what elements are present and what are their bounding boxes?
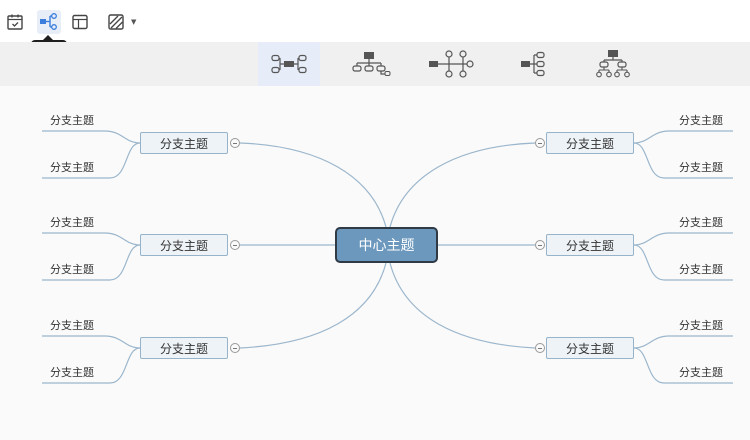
- mind-map-canvas[interactable]: 中心主题 分支主题 分支主题 分支主题 分支主题 分支主题 分支主题 分支主题 …: [0, 86, 750, 440]
- leaf-topic[interactable]: 分支主题: [679, 216, 723, 229]
- root-topic[interactable]: 中心主题: [335, 227, 438, 263]
- branch-topic[interactable]: 分支主题: [140, 337, 228, 359]
- calendar-icon[interactable]: [3, 10, 27, 34]
- branch-topic[interactable]: 分支主题: [140, 234, 228, 256]
- tree-down-layout-icon: [596, 50, 630, 78]
- leaf-topic[interactable]: 分支主题: [679, 366, 723, 379]
- leaf-topic[interactable]: 分支主题: [679, 319, 723, 332]
- branch-topic[interactable]: 分支主题: [140, 132, 228, 154]
- logic-right-layout-icon: [429, 50, 474, 78]
- layout-strip: [0, 42, 750, 86]
- collapse-toggle-icon[interactable]: [535, 138, 545, 148]
- branch-topic[interactable]: 分支主题: [546, 234, 634, 256]
- leaf-topic[interactable]: 分支主题: [50, 263, 94, 276]
- chevron-down-icon[interactable]: ▼: [131, 18, 137, 26]
- toolbar: ▼: [0, 0, 750, 42]
- mind-map-layout-option[interactable]: [258, 42, 320, 86]
- mind-map-layout-icon: [271, 54, 307, 74]
- tree-right-layout-icon: [521, 51, 545, 77]
- collapse-toggle-icon[interactable]: [230, 138, 240, 148]
- leaf-topic[interactable]: 分支主题: [679, 263, 723, 276]
- leaf-topic[interactable]: 分支主题: [679, 161, 723, 174]
- panel-icon[interactable]: [68, 10, 92, 34]
- collapse-toggle-icon[interactable]: [535, 343, 545, 353]
- leaf-topic[interactable]: 分支主题: [50, 319, 94, 332]
- tree-right-layout-option[interactable]: [502, 42, 564, 86]
- leaf-topic[interactable]: 分支主题: [50, 114, 94, 127]
- collapse-toggle-icon[interactable]: [230, 240, 240, 250]
- fill-pattern-icon[interactable]: [104, 10, 128, 34]
- connector-lines: [42, 130, 733, 384]
- branch-topic[interactable]: 分支主题: [546, 132, 634, 154]
- collapse-toggle-icon[interactable]: [230, 343, 240, 353]
- collapse-toggle-icon[interactable]: [535, 240, 545, 250]
- logic-right-layout-option[interactable]: [420, 42, 482, 86]
- leaf-topic[interactable]: 分支主题: [679, 114, 723, 127]
- org-chart-layout-icon: [352, 52, 391, 76]
- tree-down-layout-option[interactable]: [582, 42, 644, 86]
- org-chart-layout-option[interactable]: [338, 42, 400, 86]
- layout-icon[interactable]: [37, 10, 61, 34]
- leaf-topic[interactable]: 分支主题: [50, 216, 94, 229]
- branch-topic[interactable]: 分支主题: [546, 337, 634, 359]
- leaf-topic[interactable]: 分支主题: [50, 366, 94, 379]
- leaf-topic[interactable]: 分支主题: [50, 161, 94, 174]
